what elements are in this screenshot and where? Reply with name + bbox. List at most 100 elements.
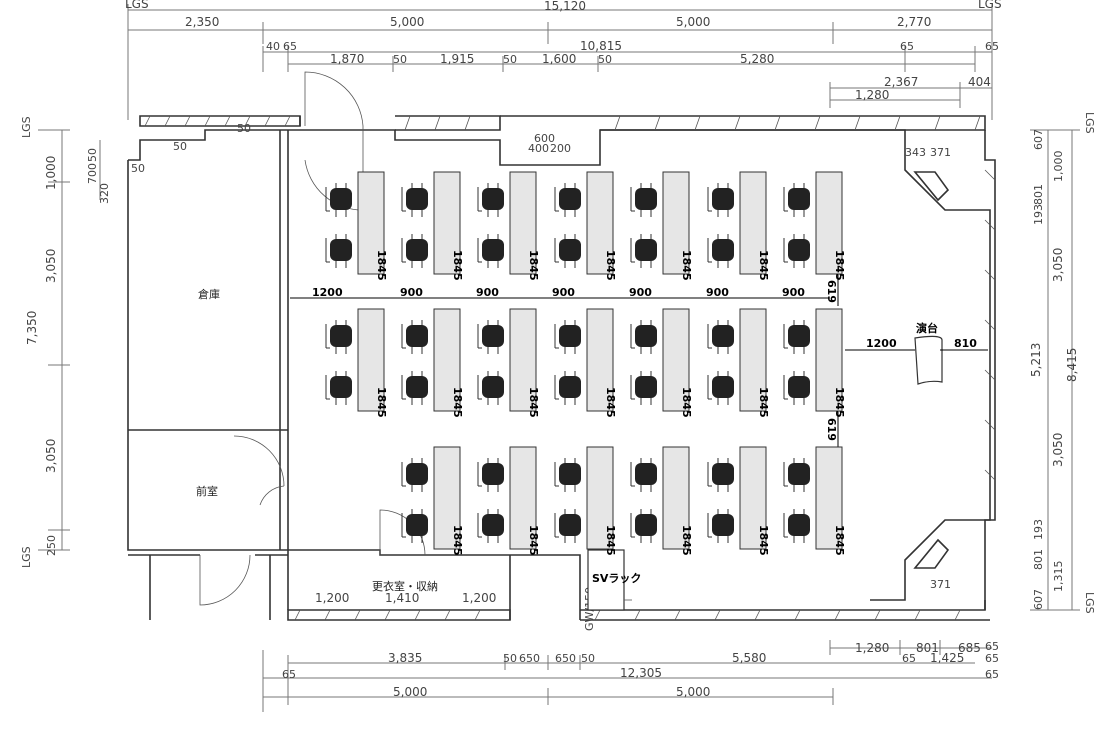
dim-5280: 5,280 bbox=[740, 52, 774, 66]
aisle-900-6: 900 bbox=[782, 286, 805, 299]
desk bbox=[815, 446, 843, 550]
dim-600: 600 bbox=[534, 132, 555, 145]
desk bbox=[509, 171, 537, 275]
desk bbox=[815, 171, 843, 275]
chair bbox=[783, 183, 810, 217]
chair bbox=[554, 371, 581, 405]
dim-bottom-1280: 1,280 bbox=[855, 641, 889, 655]
desk-length-label: 1845 bbox=[680, 387, 693, 418]
chair bbox=[707, 509, 734, 543]
podium-810: 810 bbox=[954, 337, 977, 350]
dim-right-3050-b: 3,050 bbox=[1051, 433, 1065, 467]
lgs-label-top-left: LGS bbox=[125, 0, 149, 11]
dim-2367: 2,367 bbox=[884, 75, 918, 89]
dim-1915: 1,915 bbox=[440, 52, 474, 66]
desk bbox=[815, 308, 843, 412]
dim-65-a: 65 bbox=[283, 40, 297, 53]
desk-length-label: 1845 bbox=[604, 387, 617, 418]
chair bbox=[783, 509, 810, 543]
chair bbox=[401, 320, 428, 354]
chair bbox=[630, 320, 657, 354]
desk bbox=[357, 308, 385, 412]
desk-length-label: 1845 bbox=[757, 250, 770, 281]
dim-bottom-65-d: 65 bbox=[282, 668, 296, 681]
dim-corner-371-bottom: 371 bbox=[930, 578, 951, 591]
desk-length-label: 1845 bbox=[527, 387, 540, 418]
desk bbox=[586, 171, 614, 275]
dim-right-801-a: 801 bbox=[1032, 184, 1045, 205]
desk bbox=[433, 446, 461, 550]
dim-bottom-65-b: 65 bbox=[985, 640, 999, 653]
dim-50-a: 50 bbox=[393, 53, 407, 66]
chair bbox=[325, 371, 352, 405]
dim-left-1000: 1,000 bbox=[44, 156, 58, 190]
desk-length-label: 1845 bbox=[833, 387, 846, 418]
podium-label: 演台 bbox=[916, 321, 938, 335]
dim-5000-b: 5,000 bbox=[676, 15, 710, 29]
dim-changing-1410: 1,410 bbox=[385, 591, 419, 605]
dim-changing-1200-b: 1,200 bbox=[462, 591, 496, 605]
dim-left-250: 250 bbox=[45, 535, 58, 556]
desk-length-label: 1845 bbox=[757, 525, 770, 556]
desk bbox=[586, 446, 614, 550]
desk-unit: 1845 bbox=[477, 308, 540, 418]
dim-bottom-50-b: 50 bbox=[581, 652, 595, 665]
lgs-label-right-bottom: LGS bbox=[1083, 592, 1096, 614]
desk bbox=[509, 308, 537, 412]
desk-unit: 1845 bbox=[325, 308, 388, 418]
aisle-900-2: 900 bbox=[476, 286, 499, 299]
chair bbox=[554, 509, 581, 543]
desk-unit: 1845 bbox=[401, 446, 464, 556]
dim-bottom-1425: 1,425 bbox=[930, 651, 964, 665]
chair bbox=[783, 234, 810, 268]
dim-right-1315: 1,315 bbox=[1052, 561, 1065, 593]
desk-unit: 1845 bbox=[325, 171, 388, 281]
chair bbox=[630, 234, 657, 268]
chair bbox=[477, 183, 504, 217]
storage-room-label: 倉庫 bbox=[198, 287, 220, 301]
chair bbox=[325, 320, 352, 354]
chair bbox=[477, 234, 504, 268]
desk bbox=[509, 446, 537, 550]
desk-length-label: 1845 bbox=[527, 525, 540, 556]
desk-length-label: 1845 bbox=[680, 525, 693, 556]
lgs-label-left-top: LGS bbox=[20, 116, 33, 138]
dim-bottom-65-a: 65 bbox=[902, 652, 916, 665]
chair bbox=[554, 183, 581, 217]
dim-50-small-a: 50 bbox=[173, 140, 187, 153]
lgs-label-right-top: LGS bbox=[1083, 112, 1096, 134]
anteroom-label: 前室 bbox=[196, 484, 218, 498]
dim-right-607-top: 607 bbox=[1032, 129, 1045, 150]
desk-length-label: 1845 bbox=[527, 250, 540, 281]
dim-400: 400 bbox=[528, 142, 549, 155]
desk-unit: 1845 bbox=[477, 446, 540, 556]
top-dimensions: LGS LGS 15,120 2,350 5,000 5,000 2,770 4… bbox=[125, 0, 1002, 120]
dim-bottom-65-c: 65 bbox=[985, 652, 999, 665]
desk-unit: 1845 bbox=[477, 171, 540, 281]
dim-left-3050-b: 3,050 bbox=[44, 439, 58, 473]
desk-unit: 1845 bbox=[707, 171, 770, 281]
aisle-1200: 1200 bbox=[312, 286, 343, 299]
dim-changing-1200-a: 1,200 bbox=[315, 591, 349, 605]
dim-404: 404 bbox=[968, 75, 991, 89]
aisle-900-5: 900 bbox=[706, 286, 729, 299]
dim-right-8415: 8,415 bbox=[1065, 348, 1079, 382]
dim-right-193-a: 193 bbox=[1032, 204, 1045, 225]
aisle-dimensions: 1200 900 900 900 900 900 900 1200 810 61… bbox=[290, 273, 988, 447]
desk-unit: 1845 bbox=[554, 446, 617, 556]
sv-rack-label: SVラック bbox=[592, 572, 641, 585]
dim-left-3050-a: 3,050 bbox=[44, 249, 58, 283]
dim-50-b: 50 bbox=[503, 53, 517, 66]
chair bbox=[707, 320, 734, 354]
dim-right-193-b: 193 bbox=[1032, 519, 1045, 540]
aisle-900-3: 900 bbox=[552, 286, 575, 299]
desk-length-label: 1845 bbox=[604, 525, 617, 556]
vertical-619-a: 619 bbox=[825, 280, 838, 303]
chair bbox=[477, 458, 504, 492]
dim-right-607-bottom: 607 bbox=[1032, 589, 1045, 610]
desk-unit: 1845 bbox=[554, 171, 617, 281]
chair bbox=[401, 371, 428, 405]
desk bbox=[586, 308, 614, 412]
desk bbox=[662, 171, 690, 275]
